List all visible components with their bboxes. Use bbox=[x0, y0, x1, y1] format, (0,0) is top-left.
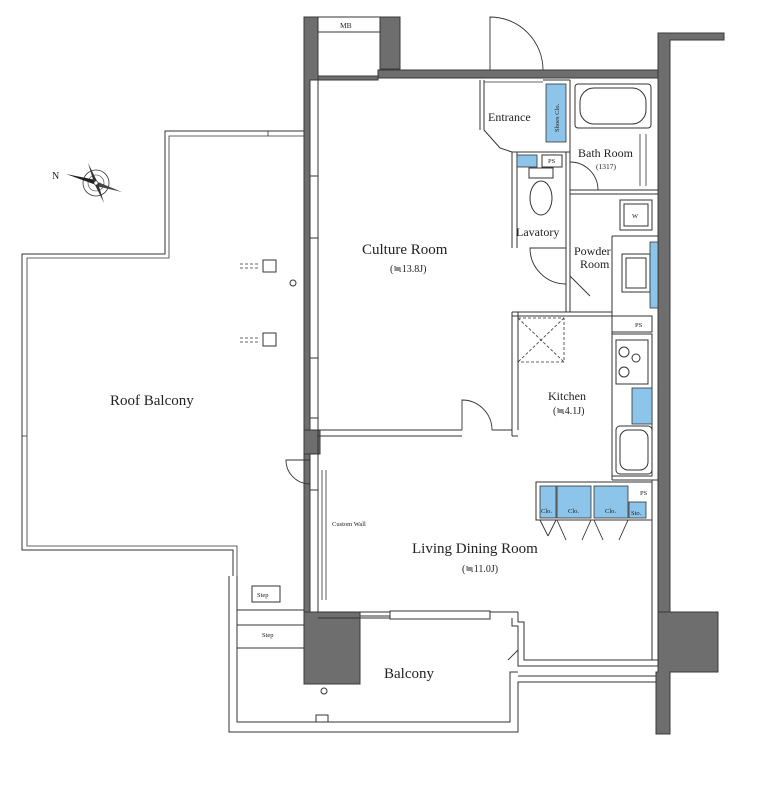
toilet: PS bbox=[516, 154, 563, 216]
clo-3-label: Clo. bbox=[605, 508, 616, 515]
interior-walls bbox=[309, 77, 659, 667]
roof-drain-lower bbox=[240, 332, 277, 347]
washer: W bbox=[619, 199, 653, 231]
kitchen-name: Kitchen bbox=[548, 389, 586, 403]
culture-room-area: (≒13.8J) bbox=[390, 264, 426, 275]
clo-1-label: Clo. bbox=[541, 508, 552, 515]
balcony-name: Balcony bbox=[384, 666, 434, 682]
balcony-area: Step Step bbox=[228, 576, 656, 733]
clo-2-label: Clo. bbox=[568, 508, 579, 515]
ps-lavatory-label: PS bbox=[548, 158, 556, 165]
shoes-closet: Shoes Clo. bbox=[545, 83, 567, 143]
structural-walls bbox=[303, 16, 725, 735]
kitchen-area: (≒4.1J) bbox=[553, 406, 584, 417]
living-closets: Clo. Clo. Clo. Sto. PS bbox=[535, 481, 653, 541]
powder-vanity bbox=[621, 241, 659, 309]
compass-icon bbox=[66, 163, 122, 203]
entrance-name: Entrance bbox=[488, 110, 531, 124]
step-upper-label: Step bbox=[257, 592, 269, 599]
powder-room-name-2: Room bbox=[580, 257, 610, 271]
lavatory-name: Lavatory bbox=[516, 225, 559, 239]
mb-label: MB bbox=[340, 21, 352, 30]
sto-label: Sto. bbox=[631, 510, 642, 517]
washer-label: W bbox=[632, 213, 639, 220]
roof-drain-upper bbox=[240, 259, 297, 287]
living-dining-area: (≒11.0J) bbox=[462, 564, 498, 575]
bath-room-name: Bath Room bbox=[578, 146, 634, 160]
shoes-clo-label: Shoes Clo. bbox=[554, 103, 561, 132]
kitchen-ps: PS bbox=[611, 315, 653, 333]
ps-living-label: PS bbox=[640, 490, 648, 497]
living-dining-name: Living Dining Room bbox=[412, 541, 538, 557]
doors bbox=[285, 16, 599, 661]
custom-wall-label: Custom Wall bbox=[332, 521, 366, 528]
roof-balcony-outline bbox=[21, 130, 304, 576]
ps-kitchen-label: PS bbox=[635, 322, 643, 329]
fridge-space bbox=[517, 317, 565, 363]
compass-north-label: N bbox=[52, 171, 59, 182]
mb-meter-box: MB bbox=[317, 16, 381, 33]
step-lower-label: Step bbox=[262, 632, 274, 639]
bath-room-area: (1317) bbox=[596, 162, 616, 171]
roof-balcony-name: Roof Balcony bbox=[110, 393, 194, 409]
powder-room-name-1: Powder bbox=[574, 244, 611, 258]
culture-room-name: Culture Room bbox=[362, 242, 448, 258]
bathtub bbox=[574, 83, 652, 186]
kitchen-counter bbox=[611, 333, 653, 477]
